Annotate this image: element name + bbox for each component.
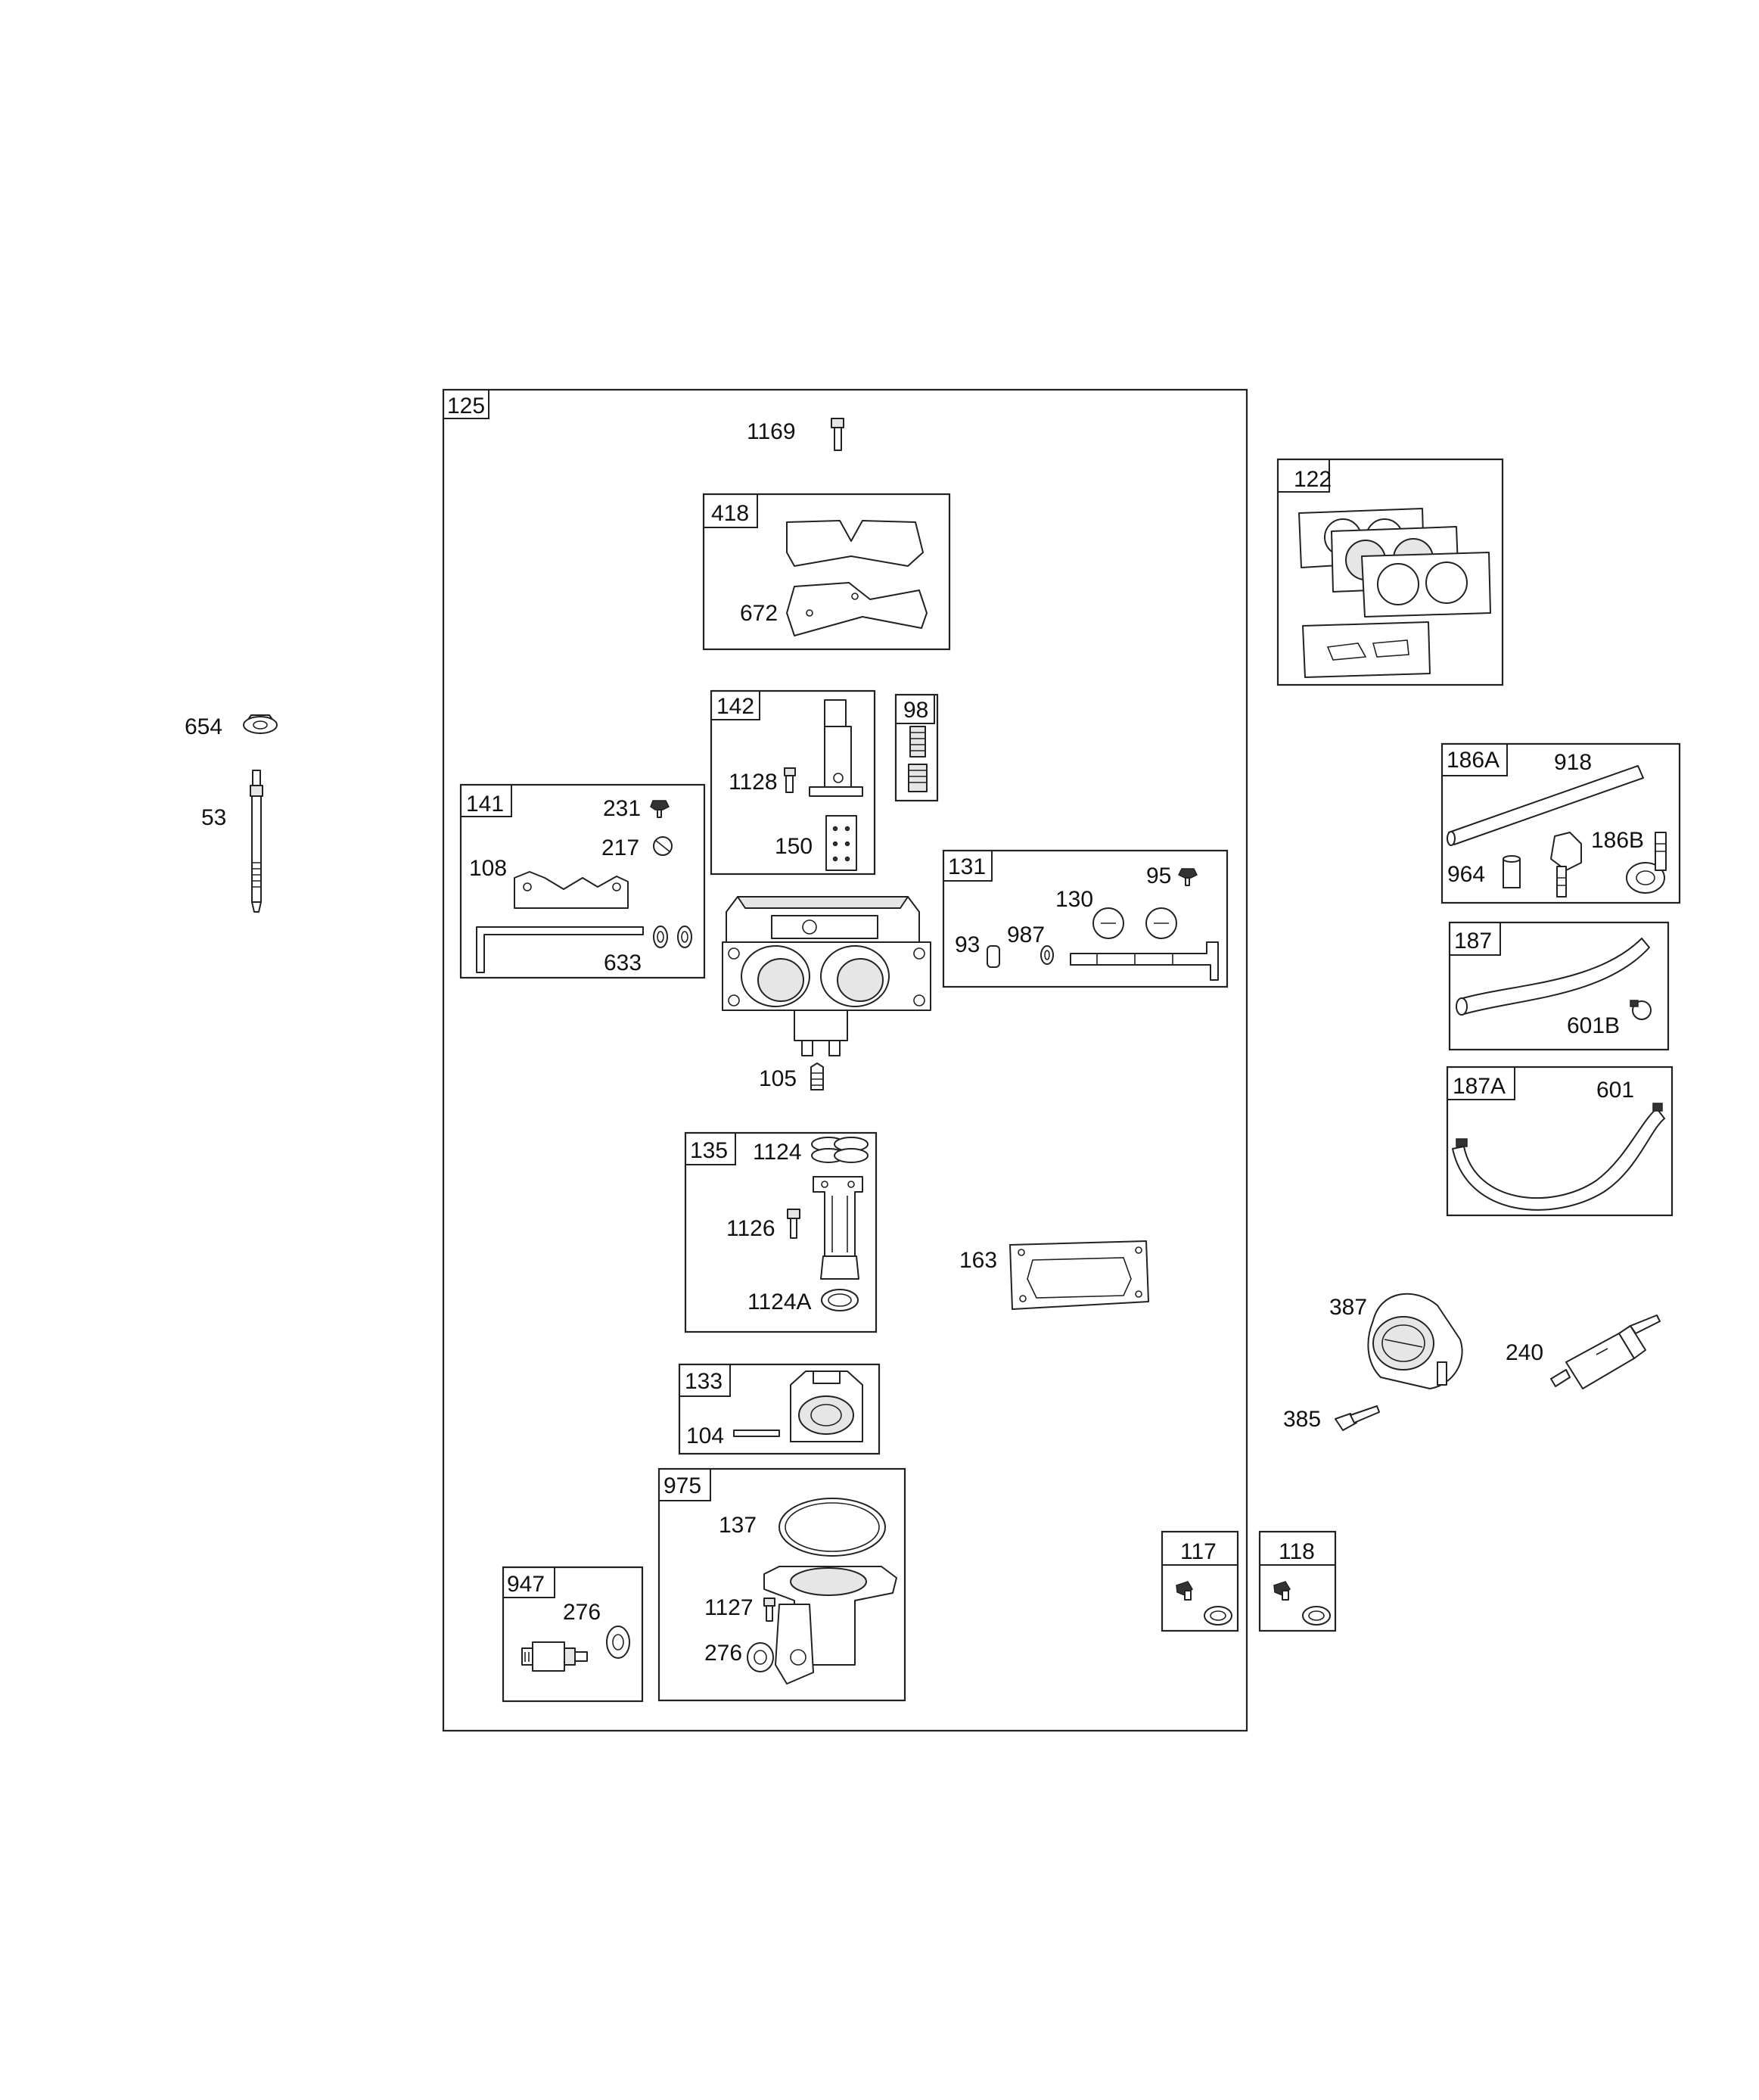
- label-104: 104: [686, 1423, 724, 1448]
- group-975: 975 137 1127 276: [657, 1467, 906, 1702]
- label-187A: 187A: [1453, 1074, 1506, 1099]
- label-187: 187: [1454, 929, 1492, 954]
- label-1127: 1127: [704, 1595, 754, 1620]
- label-142: 142: [716, 694, 754, 719]
- label-122: 122: [1294, 467, 1332, 492]
- label-654: 654: [185, 714, 222, 739]
- label-987: 987: [1007, 922, 1045, 947]
- group-947: 947 276: [502, 1566, 644, 1703]
- label-601B: 601B: [1567, 1013, 1620, 1038]
- label-276b: 276: [704, 1641, 742, 1666]
- group-125: 125: [442, 388, 1248, 1732]
- group-142: 142 1128 150: [710, 689, 876, 876]
- group-135: 135 1124 1126 1124A: [684, 1131, 878, 1333]
- label-105: 105: [759, 1066, 797, 1091]
- part-53-stud: 53: [201, 770, 263, 913]
- group-418: 418 672: [702, 493, 951, 651]
- label-150: 150: [775, 834, 813, 859]
- label-240: 240: [1506, 1340, 1543, 1365]
- part-1169-screw: 1169: [747, 418, 844, 451]
- group-131: 131 95 130 93 987: [942, 849, 1229, 988]
- group-98: 98: [894, 693, 939, 802]
- group-118: 118: [1258, 1530, 1337, 1632]
- group-187: 187 601B: [1448, 921, 1670, 1051]
- label-95: 95: [1146, 863, 1171, 888]
- part-105-needle: 105: [759, 1062, 824, 1091]
- label-125: 125: [447, 394, 485, 418]
- label-131: 131: [948, 854, 986, 879]
- label-1128: 1128: [729, 770, 778, 795]
- label-918: 918: [1554, 750, 1592, 775]
- label-135: 135: [690, 1138, 728, 1163]
- label-633: 633: [604, 950, 642, 975]
- label-117: 117: [1180, 1539, 1217, 1564]
- label-137: 137: [719, 1513, 757, 1538]
- label-217: 217: [601, 835, 639, 860]
- label-1169: 1169: [747, 419, 796, 444]
- label-186A: 186A: [1447, 748, 1500, 773]
- label-385: 385: [1283, 1407, 1321, 1432]
- label-98: 98: [903, 698, 928, 723]
- label-108: 108: [469, 856, 507, 881]
- label-1124A: 1124A: [747, 1290, 812, 1314]
- label-163: 163: [959, 1248, 997, 1273]
- label-276a: 276: [563, 1600, 601, 1625]
- label-975: 975: [664, 1473, 701, 1498]
- label-130: 130: [1055, 887, 1093, 912]
- label-418: 418: [711, 501, 749, 526]
- label-141: 141: [466, 792, 504, 817]
- group-133: 133 104: [678, 1363, 881, 1455]
- group-187A: 187A 601: [1446, 1066, 1674, 1217]
- group-141: 141 231 217 108 633: [459, 783, 706, 979]
- label-601: 601: [1596, 1078, 1634, 1103]
- label-947: 947: [507, 1572, 545, 1597]
- part-163-gasket: 163: [959, 1240, 1149, 1310]
- group-122: 122: [1276, 458, 1504, 686]
- label-1124: 1124: [753, 1140, 802, 1165]
- label-1126: 1126: [726, 1216, 775, 1241]
- label-387: 387: [1329, 1295, 1367, 1320]
- label-186B: 186B: [1591, 828, 1644, 853]
- part-240-fuel-filter: 240: [1506, 1314, 1661, 1389]
- group-186A: 186A 918 964 186B: [1440, 742, 1681, 904]
- label-118: 118: [1279, 1539, 1315, 1564]
- carburetor-body: [722, 896, 931, 1056]
- label-133: 133: [685, 1369, 723, 1394]
- part-387-fuel-pump: 387 385: [1283, 1293, 1463, 1432]
- label-964: 964: [1447, 862, 1485, 887]
- group-117: 117: [1161, 1530, 1239, 1632]
- part-654-nut: 654: [185, 714, 278, 739]
- label-93: 93: [955, 932, 980, 957]
- label-672: 672: [740, 601, 778, 626]
- label-231: 231: [603, 796, 641, 821]
- label-53: 53: [201, 805, 226, 830]
